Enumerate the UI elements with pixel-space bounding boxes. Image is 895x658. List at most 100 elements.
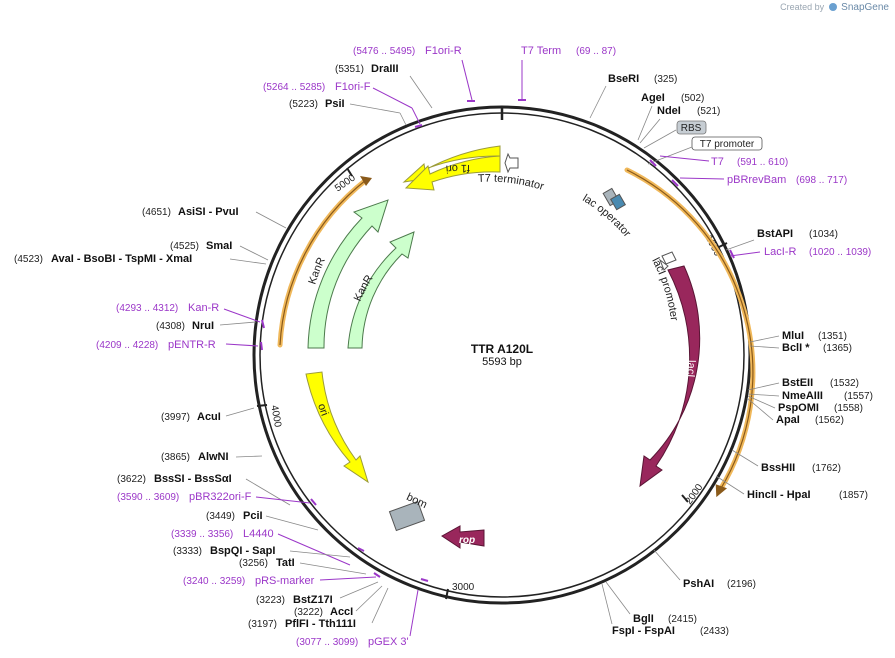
- leader-line: [605, 581, 631, 615]
- label-bsteii[interactable]: BstEII: [782, 377, 813, 389]
- label-pentr-r[interactable]: pENTR-R: [168, 339, 216, 351]
- t7-promoter-box[interactable]: [691, 136, 763, 151]
- leader-line: [601, 583, 613, 625]
- label-bspqi-sapi[interactable]: BspQI - SapI: [210, 545, 275, 557]
- tick-marks: 1000 2000 3000 4000 5000: [256, 167, 728, 600]
- label-coord: (5351): [335, 64, 364, 75]
- label-kan-r[interactable]: Kan-R: [188, 302, 219, 314]
- laci-feature[interactable]: [639, 265, 701, 488]
- label-coord: (4525): [170, 241, 199, 252]
- label-mlui[interactable]: MluI: [782, 330, 804, 342]
- label-coord: (1762): [812, 463, 841, 474]
- label-draiii[interactable]: DraIII: [371, 63, 399, 75]
- label-fspi-fspai[interactable]: FspI - FspAI: [612, 625, 675, 637]
- label-asisi-pvui[interactable]: AsiSI - PvuI: [178, 206, 239, 218]
- label-coord: (2196): [727, 579, 756, 590]
- tick-label-4000: 4000: [268, 404, 283, 428]
- label-coord: (3256): [239, 558, 268, 569]
- left-labels: (5476 .. 5495) F1ori-R (5351) DraIII (52…: [14, 45, 475, 648]
- label-pgex3[interactable]: pGEX 3': [368, 636, 409, 648]
- region-line-right: [626, 169, 754, 491]
- tick-4000: [256, 404, 268, 407]
- label-acui[interactable]: AcuI: [197, 411, 221, 423]
- label-nmeaiii[interactable]: NmeAIII: [782, 390, 823, 402]
- region-line-left: [279, 179, 367, 346]
- leader-line: [372, 87, 413, 109]
- label-coord: (502): [681, 93, 704, 104]
- label-pcii[interactable]: PciI: [243, 510, 263, 522]
- label-bstz17i[interactable]: BstZ17I: [293, 594, 333, 606]
- lac-operator-core: [609, 193, 627, 211]
- leader-line: [659, 155, 710, 162]
- leader-line: [229, 258, 267, 265]
- created-by-text: Created by: [780, 2, 825, 12]
- label-coord: (2433): [700, 626, 729, 637]
- leader-line: [255, 496, 311, 504]
- label-nrui[interactable]: NruI: [192, 320, 214, 332]
- label-t7-term[interactable]: T7 Term: [521, 45, 561, 57]
- label-psii[interactable]: PsiI: [325, 98, 345, 110]
- label-pspomi[interactable]: PspOMI: [778, 402, 819, 414]
- leader-line: [746, 397, 774, 421]
- label-laci-r[interactable]: LacI-R: [764, 246, 796, 258]
- leader-line: [679, 177, 725, 180]
- snapgene-logo-icon: [828, 3, 837, 11]
- label-t7[interactable]: T7: [711, 156, 724, 168]
- laci-promoter-head: [658, 258, 669, 271]
- label-acci[interactable]: AccI: [330, 606, 353, 618]
- label-coord: (4308): [156, 321, 185, 332]
- label-smai[interactable]: SmaI: [206, 240, 232, 252]
- label-tati[interactable]: TatI: [276, 557, 295, 569]
- label-bstapi[interactable]: BstAPI: [757, 228, 793, 240]
- label-agei[interactable]: AgeI: [641, 92, 665, 104]
- kanr-inner-feature[interactable]: [347, 231, 415, 349]
- ori-feature[interactable]: [305, 371, 369, 484]
- bom-feature[interactable]: [388, 500, 426, 532]
- label-coord: (5264 .. 5285): [263, 82, 325, 93]
- label-pshai[interactable]: PshAI: [683, 578, 714, 590]
- label-f1ori-f[interactable]: F1ori-F: [335, 81, 371, 93]
- label-beri[interactable]: BseRI: [608, 73, 639, 85]
- label-coord: (4523): [14, 254, 43, 265]
- label-coord: (1557): [844, 391, 873, 402]
- leader-line: [399, 112, 407, 126]
- primer-mark: [649, 159, 657, 167]
- label-coord: (325): [654, 74, 677, 85]
- label-coord: (3339 .. 3356): [171, 529, 233, 540]
- leader-line: [219, 321, 257, 326]
- leader-line: [299, 562, 367, 575]
- label-bcli[interactable]: BclI *: [782, 342, 810, 354]
- leader-line: [265, 515, 319, 531]
- kanr-outer-feature[interactable]: [307, 199, 389, 349]
- label-prs-marker[interactable]: pRS-marker: [255, 575, 315, 587]
- leader-line: [371, 587, 389, 624]
- label-ndei[interactable]: NdeI: [657, 105, 681, 117]
- arrow-right-outline: [715, 484, 728, 498]
- label-l4440[interactable]: L4440: [243, 528, 274, 540]
- label-avai-xmai[interactable]: AvaI - BsoBI - TspMI - XmaI: [51, 253, 192, 265]
- label-coord: (5223): [289, 99, 318, 110]
- label-alwni[interactable]: AlwNI: [198, 451, 229, 463]
- label-f1ori-r[interactable]: F1ori-R: [425, 45, 462, 57]
- label-bsshii[interactable]: BssHII: [761, 462, 795, 474]
- t7-terminator-label: T7 terminator: [478, 173, 546, 193]
- label-bgli[interactable]: BglI: [633, 613, 654, 625]
- rbs-label: RBS: [681, 123, 702, 134]
- leader-line: [729, 251, 761, 257]
- label-pflfi-tth111i[interactable]: PflFI - Tth111I: [285, 618, 356, 630]
- label-hincii-hpai[interactable]: HincII - HpaI: [747, 489, 811, 501]
- tick-label-3000: 3000: [452, 582, 475, 593]
- label-coord: (3222): [294, 607, 323, 618]
- rbs-box[interactable]: [676, 120, 707, 135]
- tick-1000: [718, 242, 728, 248]
- label-coord: (4209 .. 4228): [96, 340, 158, 351]
- label-coord: (521): [697, 106, 720, 117]
- label-pbr322ori-f[interactable]: pBR322ori-F: [189, 491, 252, 503]
- label-pbrrevbam[interactable]: pBRrevBam: [727, 174, 786, 186]
- rop-feature[interactable]: [441, 525, 485, 549]
- label-apai[interactable]: ApaI: [776, 414, 800, 426]
- label-coord: (698 .. 717): [796, 175, 847, 186]
- label-bsssi[interactable]: BssSI - BssSαI: [154, 473, 232, 485]
- leader-line: [225, 343, 259, 347]
- leader-line: [749, 345, 780, 349]
